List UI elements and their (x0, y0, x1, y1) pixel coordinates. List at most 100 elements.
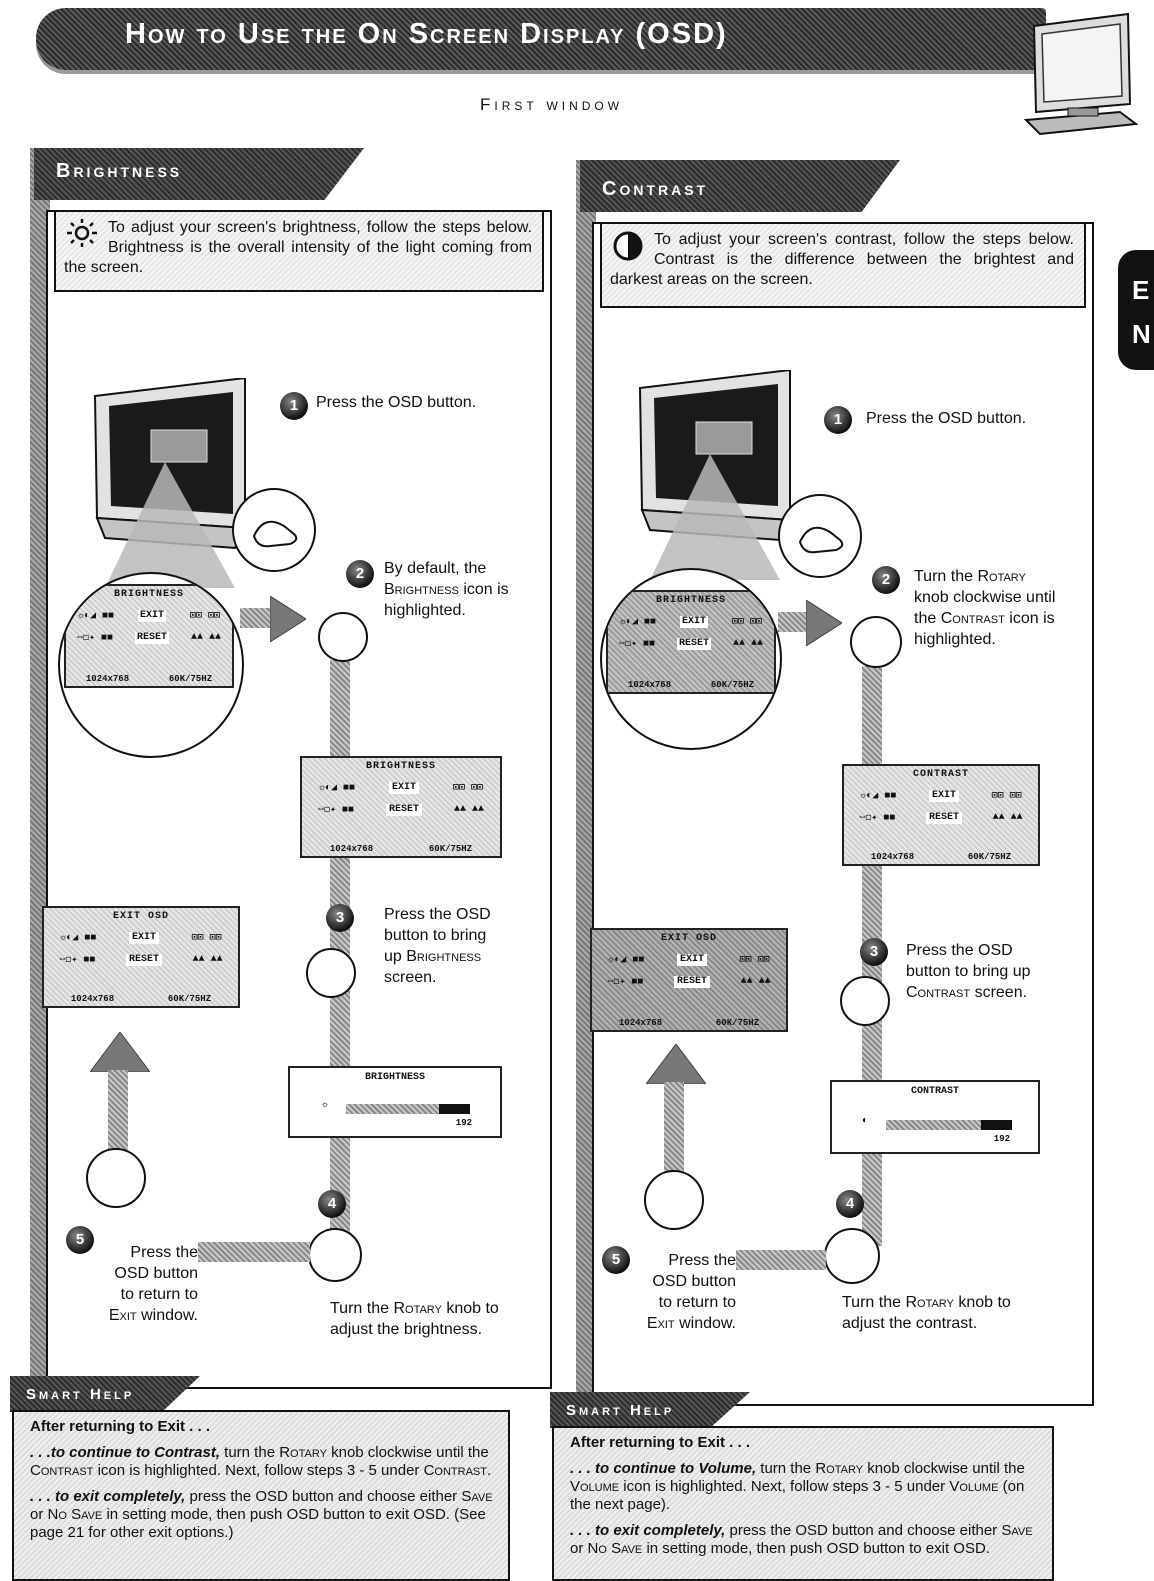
contrast-step4-keyword: Rotary (905, 1294, 954, 1311)
brightness-osd-position-icon: ⇔◻✦ ■■ (317, 805, 355, 816)
brightness-step3-text: Press the OSD button to bring up Brightn… (384, 904, 494, 988)
brightness-help-lead: After returning to Exit . . . (30, 1418, 211, 1435)
contrast-knob-circle-2 (850, 616, 902, 668)
brightness-zoom-reset-label: RESET (135, 632, 170, 644)
brightness-zoom-color-icon: ▲▲ ▲▲ (190, 632, 221, 643)
brightness-step1-number: 1 (280, 392, 308, 420)
brightness-step4-text: Turn the Rotary knob to adjust the brigh… (330, 1298, 500, 1340)
brightness-osd-exit-res: 1024x768 (70, 994, 115, 1004)
contrast-osd-exit-label: EXIT (928, 790, 959, 802)
contrast-finger-circle (778, 494, 862, 578)
contrast-step3-keyword: Contrast (906, 984, 971, 1001)
contrast-zoom-circle: BRIGHTNESS ☼◐◢ ■■ EXIT ⊡⊡ ⊡⊡ ⇔◻✦ ■■ RESE… (600, 568, 782, 750)
contrast-zoom-osd-footer: 1024x768 60K/75HZ (608, 680, 774, 690)
brightness-zoom-osd-row1: ☼◐◢ ■■ EXIT ⊡⊡ ⊡⊡ (66, 610, 232, 622)
brightness-arrow-shaft (240, 608, 278, 628)
language-tab-line2: N (1132, 319, 1151, 349)
brightness-help-p1-k2: Contrast (30, 1462, 94, 1479)
brightness-osd-freq: 60K/75HZ (428, 844, 473, 854)
brightness-osd-exit-row2: ⇔◻✦ ■■ RESET ▲▲ ▲▲ (44, 954, 238, 966)
contrast-slider-track (886, 1120, 1012, 1130)
contrast-help-para2: . . . to exit completely, press the OSD … (570, 1522, 1040, 1558)
brightness-help-p1-k3: Contrast. (423, 1462, 492, 1479)
brightness-zoom-position-icon: ⇔◻✦ ■■ (76, 633, 114, 644)
brightness-flow-pipe-left (108, 1070, 128, 1150)
brightness-help-p1-b: knob clockwise until the (331, 1444, 489, 1461)
contrast-step2-text: Turn the Rotary knob clockwise until the… (914, 566, 1064, 650)
brightness-help-p2-emphasis: . . . to exit completely, (30, 1488, 186, 1505)
contrast-step2-pre: Turn the (914, 568, 973, 585)
contrast-step2-keyword: Rotary (977, 568, 1026, 585)
contrast-step5-text: Press the OSD button to return to Exit w… (636, 1250, 736, 1334)
contrast-help-p1-c: icon is highlighted. Next, follow steps … (623, 1478, 946, 1495)
contrast-osd-exit-row1: ☼◐◢ ■■ EXIT ⊡⊡ ⊡⊡ (592, 954, 786, 966)
contrast-monitor-illustration (638, 370, 792, 580)
contrast-osd-exit-row2: ⇔◻✦ ■■ RESET ▲▲ ▲▲ (592, 976, 786, 988)
contrast-step1-text: Press the OSD button. (866, 410, 1027, 427)
brightness-step5-number: 5 (66, 1226, 94, 1254)
contrast-osd-res: 1024x768 (870, 852, 915, 862)
contrast-right-arrow-icon (806, 600, 842, 646)
contrast-osd-exit-color-icon: ▲▲ ▲▲ (740, 976, 771, 987)
contrast-help-p1-b: knob clockwise until the (867, 1460, 1025, 1477)
contrast-step5-pre: Press the OSD button to return to (652, 1252, 736, 1311)
contrast-zoom-color-icon: ▲▲ ▲▲ (732, 638, 763, 649)
contrast-help-p1-emphasis: . . . to continue to Volume, (570, 1460, 757, 1477)
brightness-step4-post: knob to adjust the brightness. (330, 1300, 499, 1338)
contrast-zoom-exit-label: EXIT (679, 616, 708, 628)
brightness-osd-exit-freq: 60K/75HZ (167, 994, 212, 1004)
brightness-column-band (30, 148, 50, 1388)
brightness-help-para2: . . . to exit completely, press the OSD … (30, 1488, 496, 1542)
brightness-osd-menu-title: BRIGHTNESS (365, 761, 436, 772)
contrast-zoom-osd-row2: ⇔◻✦ ■■ RESET ▲▲ ▲▲ (608, 638, 774, 650)
brightness-osd-exit-footer: 1024x768 60K/75HZ (44, 994, 238, 1004)
contrast-column-band (576, 160, 596, 1400)
contrast-help-para1: . . . to continue to Volume, turn the Ro… (570, 1460, 1040, 1514)
contrast-section-tab: Contrast (580, 160, 900, 212)
brightness-step2-text: By default, the Brightness icon is highl… (384, 558, 524, 621)
brightness-finger-circle (232, 488, 316, 572)
brightness-zoom-osd-row2: ⇔◻✦ ■■ RESET ▲▲ ▲▲ (66, 632, 232, 644)
contrast-slider-title: CONTRAST (910, 1086, 959, 1097)
brightness-step4-keyword: Rotary (393, 1300, 442, 1317)
contrast-osd-exit-res: 1024x768 (618, 1018, 663, 1028)
monitor-icon (1023, 12, 1138, 136)
brightness-osd-exit-sun-icon: ☼◐◢ ■■ (60, 933, 97, 944)
brightness-osd-exit-position-icon: ⇔◻✦ ■■ (59, 955, 96, 966)
brightness-step2-number: 2 (346, 560, 374, 588)
brightness-step2-pre: By default, the (384, 560, 487, 577)
contrast-slider-contrast-icon: ◐ (862, 1116, 869, 1127)
contrast-help-p2-b: or (570, 1540, 584, 1557)
contrast-help-p2-a: press the OSD button and choose either (729, 1522, 998, 1539)
brightness-step2-keyword: Brightness (384, 581, 459, 598)
brightness-zoom-exit-label: EXIT (137, 610, 166, 622)
contrast-osd-exit-reset-label: RESET (674, 976, 711, 988)
brightness-step5-pre: Press the OSD button to return to (114, 1244, 198, 1303)
contrast-help-p1-k2: Volume (570, 1478, 620, 1495)
contrast-flow-pipe-bottom (736, 1250, 826, 1270)
brightness-step4-number: 4 (318, 1190, 346, 1218)
brightness-help-para1: . . .to continue to Contrast, turn the R… (30, 1444, 496, 1480)
brightness-osd-res: 1024x768 (329, 844, 374, 854)
contrast-slider-fill (980, 1120, 1012, 1130)
contrast-step3-text: Press the OSD button to bring up Contras… (906, 940, 1036, 1003)
brightness-zoom-osd-title: BRIGHTNESS (113, 589, 184, 600)
contrast-step4-pre: Turn the (842, 1294, 901, 1311)
brightness-zoom-freq: 60K/75HZ (168, 674, 213, 684)
contrast-osd-geometry-icon: ⊡⊡ ⊡⊡ (991, 791, 1022, 802)
brightness-step4-pre: Turn the (330, 1300, 389, 1317)
page-title: How to Use the On Screen Display (OSD) (125, 18, 728, 50)
sun-icon (67, 219, 97, 247)
brightness-osd-color-icon: ▲▲ ▲▲ (453, 804, 484, 815)
contrast-help-lead: After returning to Exit . . . (570, 1434, 751, 1451)
page-subtitle: First window (480, 95, 624, 114)
brightness-osd-exit-exit-label: EXIT (128, 932, 159, 944)
brightness-help-p2-a: press the OSD button and choose either (189, 1488, 458, 1505)
contrast-step2-post: icon is highlighted. (914, 610, 1055, 648)
brightness-knob-circle-2 (318, 612, 368, 662)
contrast-slider-box: CONTRAST ◐ 192 (830, 1080, 1040, 1154)
contrast-zoom-geometry-icon: ⊡⊡ ⊡⊡ (731, 617, 763, 628)
contrast-osd-menu-row1: ☼◐◢ ■■ EXIT ⊡⊡ ⊡⊡ (844, 790, 1038, 802)
brightness-help-p1-emphasis: . . .to continue to Contrast, (30, 1444, 220, 1461)
brightness-osd-exit: EXIT OSD ☼◐◢ ■■ EXIT ⊡⊡ ⊡⊡ ⇔◻✦ ■■ RESET … (42, 906, 240, 1008)
